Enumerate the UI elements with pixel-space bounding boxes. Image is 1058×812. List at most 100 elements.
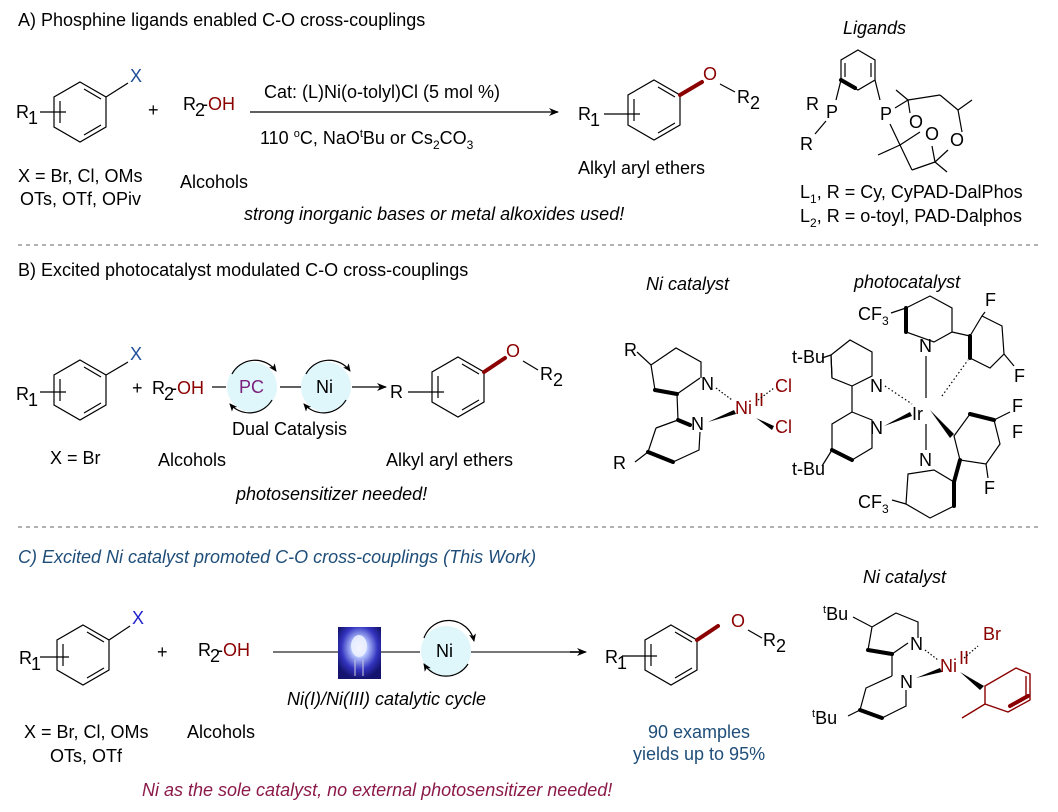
bond-line: [889, 123, 901, 146]
bu-text: Bu or Cs: [363, 128, 433, 148]
bond-line: [756, 418, 774, 430]
bond-line: [930, 410, 954, 438]
bond-line: [877, 144, 901, 156]
bond-line: [961, 703, 986, 719]
f-text: F: [1012, 396, 1023, 416]
bond-line: [984, 667, 1031, 713]
bond-line: [108, 625, 131, 641]
ni-text: Ni: [940, 656, 957, 676]
bond-line: [890, 307, 907, 314]
bond-line: [708, 410, 736, 422]
o-text: O: [909, 112, 923, 132]
deg-text: o: [294, 128, 300, 140]
tbu-text: t-Bu: [792, 347, 825, 367]
bond-line: [852, 612, 919, 638]
bond-line: [895, 89, 909, 101]
product-c: O R 2 R 1: [605, 611, 786, 686]
bond-line: [636, 347, 702, 378]
examples-count: 90 examples: [648, 722, 750, 742]
r-text: R: [16, 384, 29, 404]
conditions-base: 110 oC, NaOtBu or Cs2CO3: [260, 128, 474, 152]
n-text: N: [870, 418, 883, 438]
o-text: O: [506, 341, 520, 361]
catalytic-cycle-circle: [227, 362, 277, 412]
sub-text: 2: [810, 216, 817, 230]
n-text: N: [870, 376, 883, 396]
bond-line: [866, 648, 894, 656]
bond-line: [891, 642, 909, 655]
product-a: O R 2 R 1 Alkyl aryl ethers: [578, 64, 760, 178]
label-text: Alkyl aryl ethers: [386, 450, 513, 470]
blue-led-light-icon: [338, 627, 381, 679]
bond-line: [56, 624, 110, 686]
bond-line: [847, 709, 861, 717]
oh-text: OH: [208, 94, 235, 114]
product-b: O R 2 R Alkyl aryl ethers: [386, 341, 563, 470]
bond-line: [105, 361, 129, 376]
yield-max: yields up to 95%: [633, 744, 765, 764]
bond-line: [821, 449, 833, 467]
bu-text: Bu: [826, 604, 848, 624]
bond-line: [874, 79, 881, 101]
bond-line: [934, 161, 948, 173]
cf3-text: CF: [858, 492, 882, 512]
sub-text: 1: [810, 192, 817, 206]
br-text: Br: [983, 624, 1001, 644]
bond-line: [676, 393, 679, 421]
note-b: photosensitizer needed!: [235, 484, 427, 504]
bond-line: [840, 49, 876, 91]
bond-line: [1008, 694, 1030, 708]
ir-photocatalyst: photocatalyst CF3 t-Bu t-Bu CF3 N F F N: [792, 272, 1025, 519]
section-c: C) Excited Ni catalyst promoted C-O cros…: [18, 547, 1031, 800]
n-text: N: [701, 374, 714, 394]
svg-text:tBu: tBu: [823, 604, 848, 624]
n-text: N: [919, 336, 932, 356]
s2-text: 2: [433, 138, 440, 152]
bond-line: [305, 359, 351, 375]
sub3-text: 3: [882, 502, 889, 516]
alcohol-a: R 2 - OH Alcohols: [180, 94, 248, 192]
catalytic-cycle-circle: [301, 362, 351, 412]
alcohol-label-text: Alcohols: [158, 450, 226, 470]
aryl-halide-b: X R 1 X = Br: [16, 344, 142, 468]
ligand-l1: L1, R = Cy, CyPAD-DalPhos: [800, 182, 1023, 206]
oh-text: OH: [177, 378, 204, 398]
tbu-text: t-Bu: [792, 459, 825, 479]
bond-line: [952, 458, 962, 484]
svg-text:CF3: CF3: [858, 304, 889, 328]
r-sub-text: 2: [195, 100, 205, 120]
x-scope-text: X = Br: [50, 448, 101, 468]
bond-line: [814, 120, 827, 135]
sub3-text: 3: [882, 314, 889, 328]
r2-text: R: [737, 87, 750, 107]
bond-line: [830, 354, 833, 379]
bond-line: [644, 624, 698, 686]
r1-text: R: [578, 104, 591, 124]
bond-line: [431, 356, 485, 418]
oh-text: OH: [223, 640, 250, 660]
bond-line: [229, 399, 273, 414]
bond-line: [905, 469, 955, 519]
bond-line: [985, 463, 989, 479]
bond-line: [105, 82, 129, 98]
n-text: N: [691, 414, 704, 434]
r-text: R: [198, 640, 211, 660]
bond-line: [899, 131, 921, 146]
cl-text: Cl: [775, 376, 792, 396]
bond-line: [655, 419, 679, 429]
bond-line: [884, 385, 913, 405]
c-text: C, NaO: [300, 128, 360, 148]
r-text: R: [800, 134, 813, 154]
bond-line: [924, 649, 939, 661]
ni-bpy-cl2: Ni catalyst R R N N Ni II Cl Cl: [613, 274, 792, 473]
x-text: X: [130, 344, 142, 364]
bond-line: [676, 377, 701, 395]
dash-text: -: [202, 94, 208, 114]
bond-line: [715, 387, 733, 401]
title-text: Ni catalyst: [646, 274, 730, 294]
bond-line: [1003, 353, 1015, 367]
bond-line: [957, 109, 963, 133]
bond-line: [653, 388, 679, 396]
bond-line: [821, 354, 832, 359]
